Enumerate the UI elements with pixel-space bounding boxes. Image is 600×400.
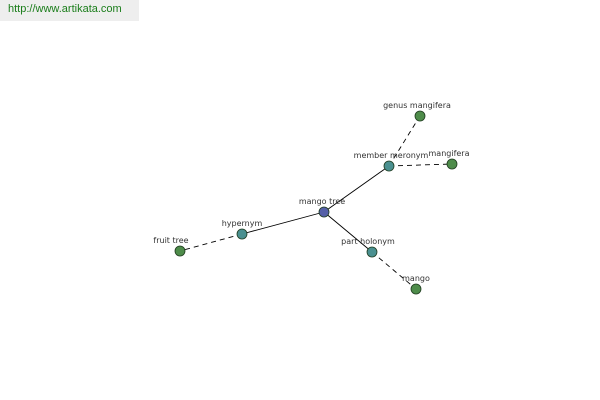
node-mangifera[interactable]: mangifera: [429, 149, 470, 170]
edge-part-holonym-to-mango: [371, 251, 417, 290]
node-member-meronym[interactable]: member meronym: [354, 151, 429, 172]
edge-mango-tree-to-member-meronym: [323, 165, 390, 213]
node-label-mango-tree: mango tree: [299, 197, 345, 206]
node-label-part-holonym: part holonym: [341, 237, 395, 246]
edge-member-meronym-to-mangifera: [388, 163, 453, 167]
node-hypernym[interactable]: hypernym: [222, 219, 263, 240]
site-url[interactable]: http://www.artikata.com: [0, 0, 139, 21]
node-fruit-tree[interactable]: fruit tree: [153, 236, 189, 257]
node-marker-member-meronym[interactable]: [383, 160, 395, 172]
node-mango-tree[interactable]: mango tree: [299, 197, 345, 218]
node-genus-mangifera[interactable]: genus mangifera: [383, 101, 451, 122]
node-marker-fruit-tree[interactable]: [174, 245, 186, 257]
node-label-hypernym: hypernym: [222, 219, 263, 228]
nodes-layer: mango tree hypernym member meronym part hol…: [153, 101, 470, 295]
node-label-mango: mango: [402, 274, 430, 283]
edge-member-meronym-to-genus-mangifera: [388, 115, 421, 167]
edge-mango-tree-to-hypernym: [241, 211, 325, 235]
edge-hypernym-to-fruit-tree: [179, 233, 243, 252]
node-marker-genus-mangifera[interactable]: [414, 110, 426, 122]
node-label-mangifera: mangifera: [429, 149, 470, 158]
node-marker-mango-tree[interactable]: [318, 206, 330, 218]
node-mango[interactable]: mango: [402, 274, 430, 295]
node-part-holonym[interactable]: part holonym: [341, 237, 395, 258]
node-label-member-meronym: member meronym: [354, 151, 429, 160]
node-label-fruit-tree: fruit tree: [153, 236, 188, 245]
node-marker-mango[interactable]: [410, 283, 422, 295]
node-marker-part-holonym[interactable]: [366, 246, 378, 258]
node-marker-mangifera[interactable]: [446, 158, 458, 170]
edges-layer: [179, 115, 453, 290]
node-marker-hypernym[interactable]: [236, 228, 248, 240]
node-label-genus-mangifera: genus mangifera: [383, 101, 451, 110]
edge-mango-tree-to-part-holonym: [323, 211, 373, 253]
